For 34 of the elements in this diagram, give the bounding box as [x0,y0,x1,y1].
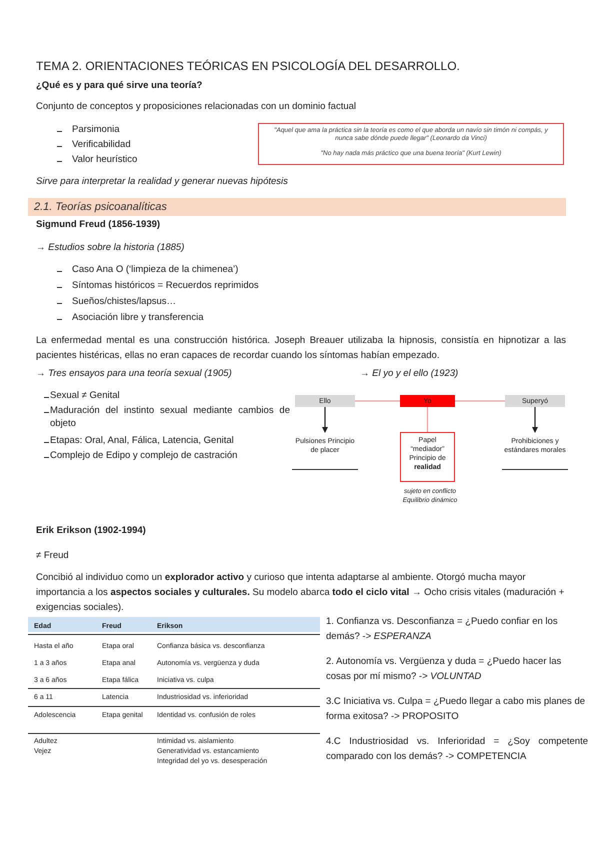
list-item: Maduración del instinto sexual mediante cambios de objeto [50,405,290,431]
list-item: 2. Autonomía vs. Vergüenza y duda = ¿Puedo hacer las cosas por mí mismo? -> VOLUNTAD [326,655,562,684]
paragraph: La enfermedad mental es una construcción histórica. Joseph Breauer utilizaba la hipnosis, consistía en hipnotizar a las pacientes histéricas, ellas no eran capaces de recordar cuando los síntomas habían empezado. [36,334,566,364]
list-item: Parsimonia [72,124,121,137]
list-item: Verificabilidad [72,139,132,152]
paragraph: Concibió al individuo como un explorador activo y curioso que intenta adaptarse al ambiente. Otorgó mucha mayor importancia a los aspectos sociales y culturales. Su modelo abarca todo el ciclo vital → Ocho crisis vitales (maduración + exigencias sociales). [36,571,566,616]
list-item: Valor heurístico [72,154,138,167]
list-item: Síntomas históricos = Recuerdos reprimidos [72,280,260,293]
subheading: → Tres ensayos para una teoría sexual (1905) [36,368,233,381]
subheading: → Estudios sobre la historia (1885) [36,242,186,255]
arrow [322,407,328,433]
list-item: 3.C Iniciativa vs. Culpa = ¿Puedo llegar a cabo mis planes de forma exitosa? -> PROPOSITO [326,695,586,724]
list-item: Complejo de Edipo y complejo de castración [50,450,238,463]
connector-line [426,407,428,432]
list-item: Sexual ≠ Genital [50,390,121,403]
list-item: Sueños/chistes/lapsus… [72,296,178,309]
subheading: → El yo y el ello (1923) [360,368,460,381]
section-band: 2.1. Teorías psicoanalíticas [28,198,566,216]
arrow [532,407,538,433]
connector-line [355,400,400,402]
text-line: Conjunto de conceptos y proposiciones relacionadas con un dominio factual [36,101,358,114]
list-item: Caso Ana O (‘limpieza de la chimenea’) [72,264,240,277]
connector-line [455,400,505,402]
list-item: Asociación libre y transferencia [72,312,204,325]
text-line: ≠ Freud [36,550,70,563]
person-heading: Sigmund Freud (1856-1939) [36,219,162,232]
list-item: 4.C Industriosidad vs. Inferioridad = ¿Soy competente comparado con los demás? -> COMPETENCIA [326,735,588,764]
list-item: Etapas: Oral, Anal, Fálica, Latencia, Genital [50,435,235,448]
question-heading: ¿Qué es y para qué sirve una teoría? [36,80,204,93]
text-line: Sirve para interpretar la realidad y generar nuevas hipótesis [36,176,289,189]
list-item: 1. Confianza vs. Desconfianza = ¿Puedo confiar en los demás? -> ESPERANZA [326,615,559,644]
person-heading: Erik Erikson (1902-1994) [36,525,147,538]
page-title: TEMA 2. ORIENTACIONES TEÓRICAS EN PSICOLOGÍA DEL DESARROLLO. [36,58,461,74]
quote-box [258,123,564,165]
